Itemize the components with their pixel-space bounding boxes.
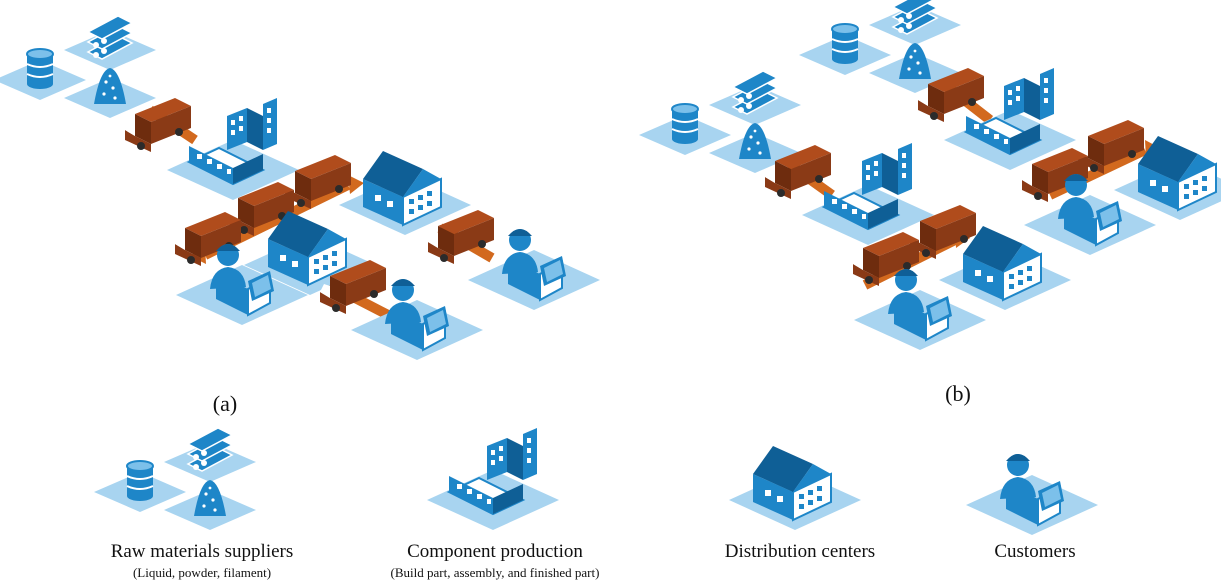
customer-icon	[966, 454, 1098, 535]
raw-materials-icon	[799, 0, 961, 93]
raw-materials-icon	[0, 16, 156, 118]
panel-b-label: (b)	[945, 381, 971, 406]
legend-title: Component production	[407, 541, 583, 562]
panel-a-label: (a)	[212, 391, 238, 416]
panel-a	[0, 16, 600, 360]
raw-materials-icon	[639, 71, 801, 173]
legend-icons	[94, 428, 1098, 535]
panel-b	[639, 0, 1221, 350]
legend-subtitle: (Liquid, powder, filament)	[132, 565, 272, 580]
legend-title: Raw materials suppliers	[110, 541, 294, 562]
legend-title: Distribution centers	[724, 541, 876, 562]
legend-subtitle: (Build part, assembly, and finished part…	[390, 565, 600, 580]
warehouse-icon	[729, 446, 861, 530]
legend-title: Customers	[994, 541, 1076, 562]
raw-materials-icon	[94, 428, 256, 530]
factory-icon	[427, 428, 559, 530]
